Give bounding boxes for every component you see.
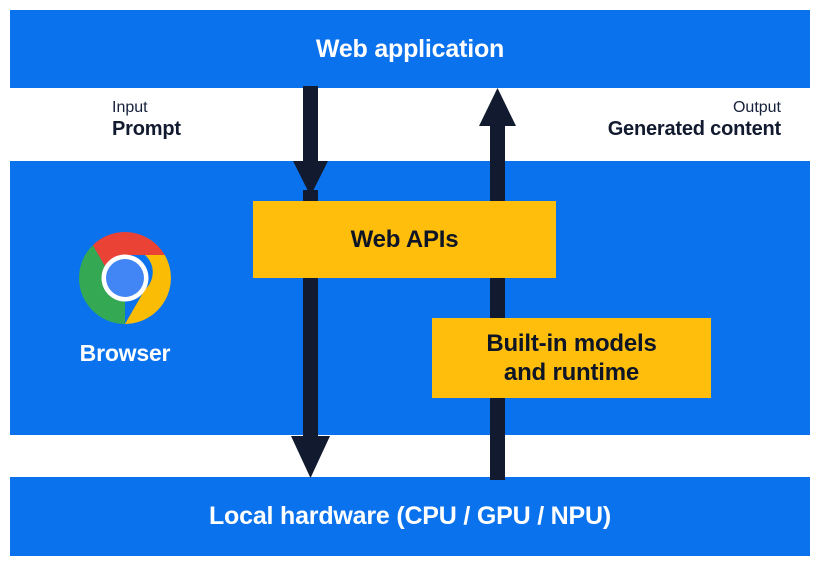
flow-input-value: Prompt [112, 117, 181, 140]
flow-label-input: Input Prompt [112, 99, 181, 141]
band-local-hardware: Local hardware (CPU / GPU / NPU) [10, 477, 810, 556]
browser-group: Browser [60, 230, 190, 370]
box-builtin-models: Built-in models and runtime [432, 318, 711, 398]
box-web-apis-label: Web APIs [350, 225, 459, 253]
flow-label-output: Output Generated content [607, 99, 782, 141]
browser-label: Browser [79, 340, 171, 366]
box-builtin-models-label: Built-in models and runtime [486, 329, 657, 386]
band-web-application: Web application [10, 10, 810, 88]
flow-output-value: Generated content [607, 117, 782, 140]
flow-output-kicker: Output [732, 99, 781, 116]
band-local-hardware-label: Local hardware (CPU / GPU / NPU) [208, 502, 611, 530]
chrome-logo-icon [79, 232, 171, 324]
band-web-application-label: Web application [315, 34, 505, 63]
box-web-apis: Web APIs [253, 201, 556, 278]
flow-input-kicker: Input [112, 99, 148, 116]
